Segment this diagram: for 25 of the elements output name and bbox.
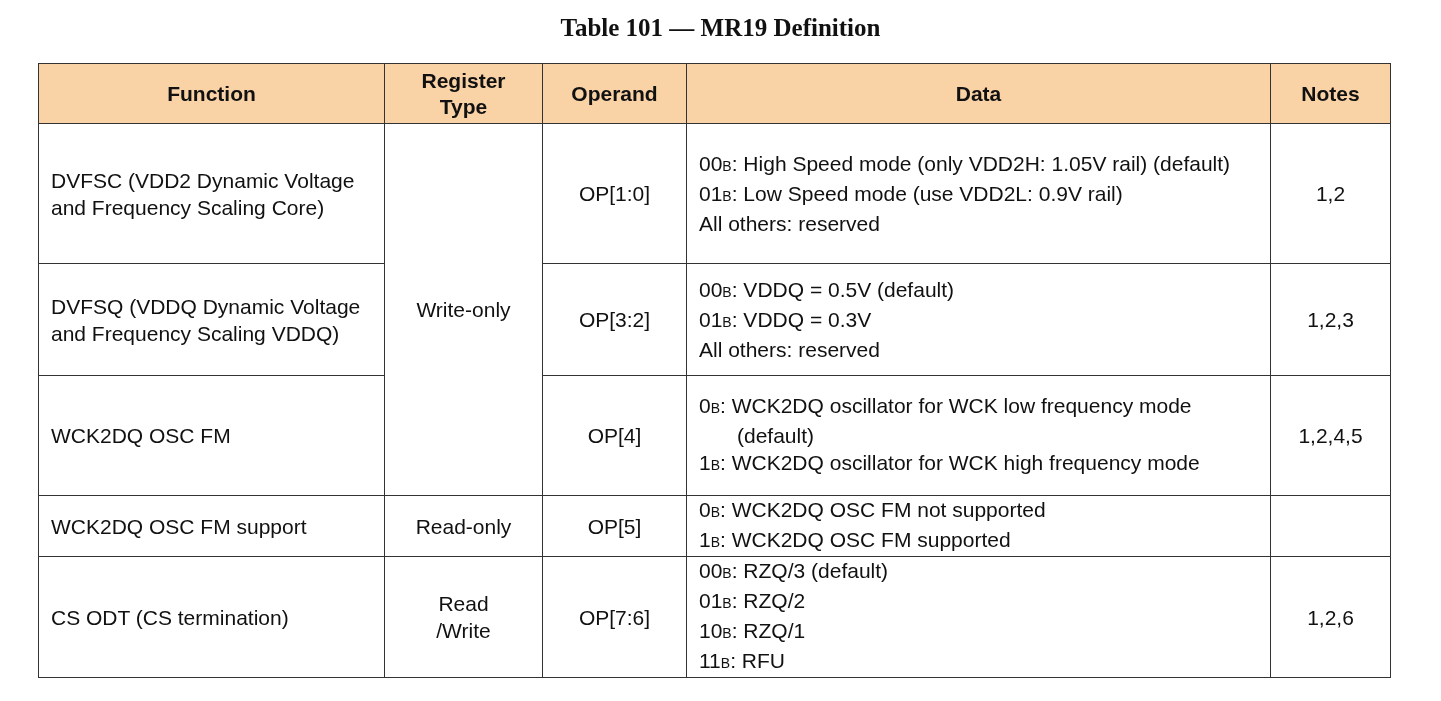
- table-cell-text: DVFSQ (VDDQ Dynamic Voltage and Frequency Scaling VDDQ): [51, 293, 362, 347]
- table-cell-text: Write-only: [415, 297, 512, 323]
- column-header: Notes: [1300, 80, 1361, 107]
- column-header: Data: [954, 80, 1003, 107]
- table-cell-text: 1,2: [1314, 181, 1347, 207]
- table-cell-text: 1,2,3: [1306, 307, 1355, 333]
- table-cell-text: Read-only: [414, 513, 513, 540]
- table-cell-text: WCK2DQ OSC FM support: [51, 513, 308, 540]
- column-header: Register Type: [420, 67, 507, 120]
- table-title: Table 101 — MR19 Definition: [559, 14, 882, 42]
- table-cell-text: OP[7:6]: [577, 604, 652, 631]
- table-cell-text: WCK2DQ OSC FM: [51, 423, 232, 449]
- table-cell-text: DVFSC (VDD2 Dynamic Voltage and Frequency Scaling Core): [51, 167, 356, 221]
- table-cell-text: 1,2,4,5: [1297, 423, 1364, 449]
- column-header: Operand: [570, 80, 659, 107]
- data-entry: All others: reserved: [699, 211, 881, 237]
- table-cell-text: OP[1:0]: [577, 181, 652, 207]
- table-cell-text: 1,2,6: [1306, 604, 1355, 631]
- data-entry: All others: reserved: [699, 337, 881, 363]
- table-cell-text: OP[4]: [586, 423, 643, 449]
- table-cell-text: CS ODT (CS termination): [51, 604, 290, 631]
- table-cell-text: OP[5]: [586, 513, 643, 540]
- column-header: Function: [166, 80, 257, 107]
- table-cell-text: OP[3:2]: [577, 307, 652, 333]
- table-cell-text: Read /Write: [435, 591, 492, 644]
